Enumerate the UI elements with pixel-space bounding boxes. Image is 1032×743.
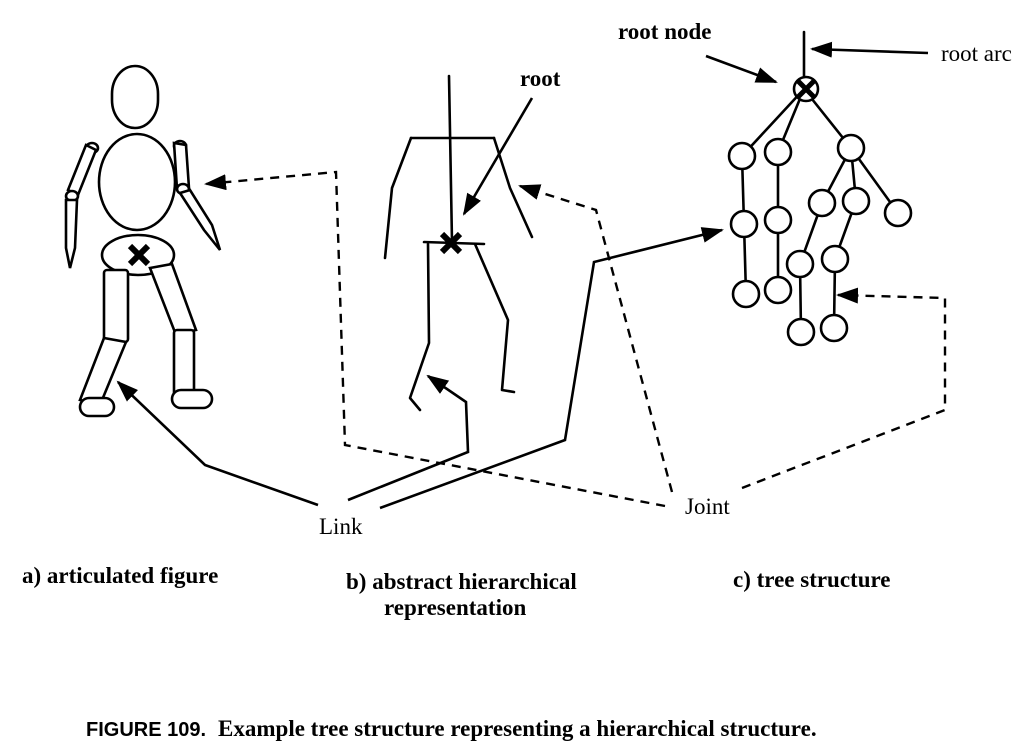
label-root-arc: root arc [941, 41, 1012, 66]
tree-root-node [792, 75, 820, 103]
root-arc-arrow [810, 41, 929, 58]
figure-head [110, 64, 160, 130]
figure-left-shin [78, 336, 128, 407]
stick-left-leg [408, 242, 431, 412]
label-joint: Joint [685, 494, 730, 519]
tree-node [883, 198, 913, 228]
tree-node [729, 209, 759, 239]
tree-node [836, 133, 866, 163]
figure-right-upper-arm [172, 141, 191, 191]
figure-root-marker [127, 243, 151, 267]
figure-right-forearm [177, 188, 222, 251]
root-node-arrow [705, 54, 778, 84]
tree-node [785, 249, 815, 279]
figure-number: FIGURE 109. [86, 719, 206, 741]
stick-left-arm [383, 136, 413, 260]
tree-node [786, 317, 816, 347]
tree-node [819, 313, 849, 343]
caption-b-line2: representation [384, 595, 526, 620]
tree-node [727, 141, 757, 171]
figure-left-thigh [102, 268, 130, 344]
tree-node [763, 275, 793, 305]
figure-right-shin [172, 328, 196, 398]
joint-arrow-b [518, 184, 674, 493]
label-root: root [520, 66, 561, 91]
tree-structure [705, 30, 929, 347]
figure-left-upper-arm [66, 143, 98, 197]
figure-torso [97, 132, 177, 232]
root-arrow [462, 97, 534, 216]
figure-right-thigh [148, 262, 198, 337]
link-connectors [116, 227, 724, 510]
label-link: Link [319, 514, 363, 539]
tree-node [820, 244, 850, 274]
figure-right-foot [170, 388, 214, 410]
link-arrow-a [116, 380, 319, 507]
tree-node [807, 188, 837, 218]
joint-arrow-a [204, 170, 666, 508]
tree-node [763, 137, 793, 167]
stick-right-leg [473, 242, 516, 394]
joint-arrow-c [741, 287, 947, 490]
stick-root-marker [439, 231, 463, 255]
caption-c: c) tree structure [733, 567, 891, 592]
figure-left-foot [78, 396, 116, 418]
figure-caption-text: Example tree structure representing a hi… [218, 716, 817, 741]
stick-spine [447, 74, 454, 244]
link-arrow-c [379, 227, 724, 510]
caption-a: a) articulated figure [22, 563, 218, 588]
joint-connectors [204, 170, 947, 508]
caption-b-line1: b) abstract hierarchical [346, 569, 577, 594]
figure-left-forearm [64, 198, 79, 269]
tree-node [841, 186, 871, 216]
tree-node [731, 279, 761, 309]
articulated-figure [64, 64, 222, 418]
tree-nodes [727, 133, 913, 347]
tree-node [763, 205, 793, 235]
stick-figure [383, 74, 534, 412]
label-root-node: root node [618, 19, 712, 44]
figure-caption: FIGURE 109. Example tree structure repre… [86, 716, 817, 741]
link-arrow-b [347, 374, 470, 502]
